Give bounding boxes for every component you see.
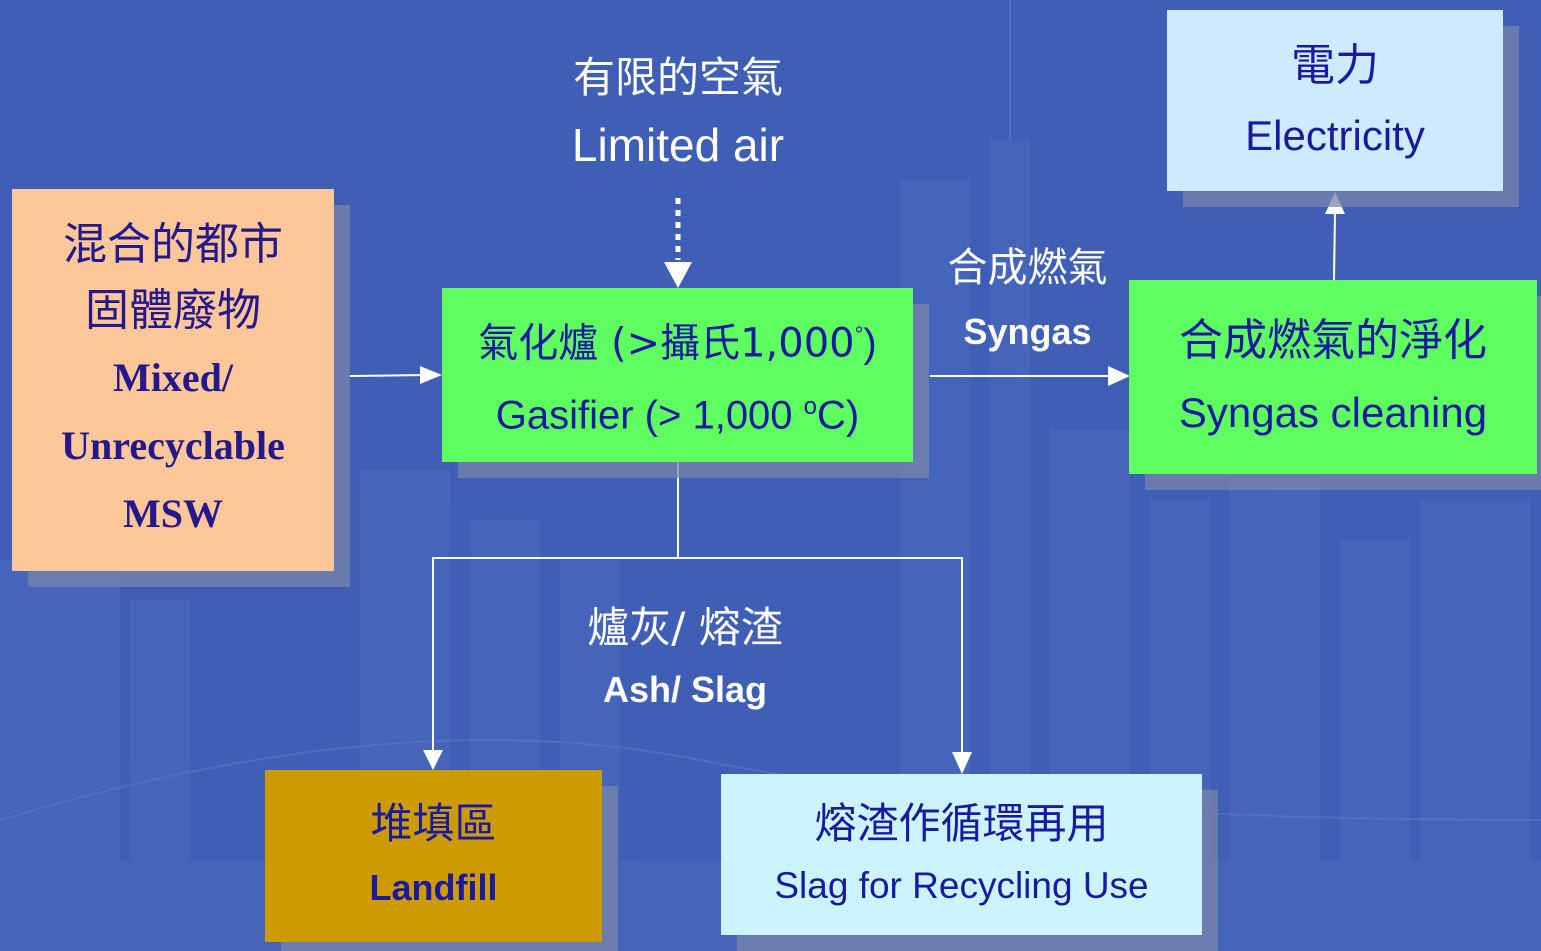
- gasifier-en-post: C): [817, 393, 860, 438]
- arrow-msw-to-gasifier: [349, 366, 442, 384]
- syngas-en: Syngas: [963, 311, 1092, 352]
- gasifier-en-sup: o: [803, 393, 818, 420]
- electricity-box: 電力 Electricity: [1167, 10, 1503, 191]
- syngas-zh: 合成燃氣: [947, 245, 1108, 291]
- msw-zh-line2: 固體廢物: [85, 285, 261, 336]
- landfill-box: 堆填區 Landfill: [265, 770, 602, 942]
- msw-en-line3: MSW: [123, 491, 223, 536]
- syngas-cleaning-box: 合成燃氣的淨化 Syngas cleaning: [1129, 280, 1537, 474]
- recycling-zh: 熔渣作循環再用: [814, 798, 1109, 848]
- gasifier-en-pre: Gasifier (> 1,000: [495, 393, 804, 438]
- landfill-zh: 堆填區: [370, 799, 497, 848]
- limited-air-label: 有限的空氣 Limited air: [518, 48, 838, 182]
- recycling-box: 熔渣作循環再用 Slag for Recycling Use: [721, 774, 1202, 935]
- gasifier-zh-line: 氣化爐 (>攝氏1,000°): [478, 303, 877, 375]
- gasifier-box: 氣化爐 (>攝氏1,000°) Gasifier (> 1,000 oC): [442, 288, 913, 462]
- limited-air-zh: 有限的空氣: [572, 53, 783, 102]
- syngas-label: 合成燃氣 Syngas: [920, 236, 1135, 364]
- msw-en-line2: Unrecyclable: [61, 423, 285, 468]
- arrow-air-to-gasifier: [664, 198, 692, 288]
- ash-zh: 爐灰/ 熔渣: [587, 603, 783, 652]
- recycling-en: Slag for Recycling Use: [774, 864, 1149, 906]
- ash-en: Ash/ Slag: [602, 669, 768, 710]
- msw-en-line1: Mixed/: [113, 355, 233, 400]
- msw-zh-line1: 混合的都市: [63, 219, 283, 270]
- electricity-zh: 電力: [1291, 39, 1379, 91]
- msw-box: 混合的都市 固體廢物 Mixed/ Unrecyclable MSW: [12, 189, 334, 571]
- arrow-gasifier-to-ash-outputs: [423, 462, 972, 774]
- ash-slag-label: 爐灰/ 熔渣 Ash/ Slag: [520, 598, 850, 722]
- arrow-cleaning-to-electricity: [1325, 192, 1345, 281]
- landfill-en: Landfill: [369, 867, 498, 908]
- gasifier-en-line: Gasifier (> 1,000 oC): [496, 375, 860, 447]
- gasifier-zh: 氣化爐 (>攝氏1,000: [478, 320, 855, 366]
- electricity-en: Electricity: [1245, 111, 1425, 159]
- arrow-gasifier-to-cleaning: [930, 366, 1130, 386]
- cleaning-en: Syngas cleaning: [1178, 389, 1488, 436]
- gasifier-zh-degree: °: [854, 321, 864, 347]
- gasifier-zh-close: ): [863, 321, 877, 365]
- cleaning-zh: 合成燃氣的淨化: [1179, 315, 1487, 366]
- limited-air-en: Limited air: [571, 119, 785, 171]
